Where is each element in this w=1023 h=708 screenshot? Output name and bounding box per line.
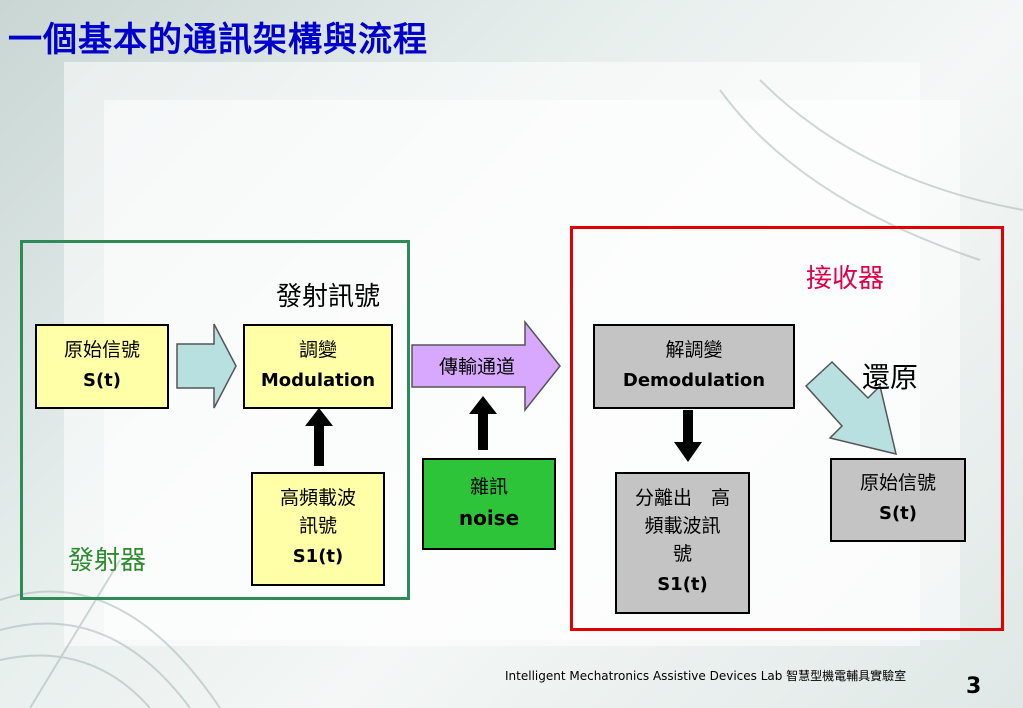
- source-signal-symbol: S(t): [82, 369, 122, 391]
- restore-label: 還原: [862, 361, 919, 394]
- carrier-title-2: 訊號: [298, 515, 337, 537]
- carrier-title: 高頻載波: [279, 487, 356, 509]
- noise-box: 雜訊 noise: [422, 458, 556, 550]
- arrow-source-to-modulation: [176, 323, 237, 409]
- page-number: 3: [966, 674, 982, 699]
- slide-title: 一個基本的通訊架構與流程: [8, 20, 428, 60]
- modulation-english: Modulation: [260, 369, 376, 391]
- modulation-title: 調變: [298, 338, 337, 361]
- output-signal-box: 原始信號 S(t): [830, 458, 966, 542]
- separate-symbol: S1(t): [657, 574, 708, 595]
- separate-line-3: 號: [672, 543, 692, 565]
- demodulation-box: 解調變 Demodulation: [593, 324, 795, 409]
- source-signal-title: 原始信號: [63, 338, 140, 361]
- separate-line-2: 頻載波訊: [644, 515, 721, 537]
- arrow-noise-to-channel: [469, 396, 497, 450]
- arrow-restore: [804, 360, 898, 456]
- source-signal-box: 原始信號 S(t): [35, 324, 169, 409]
- modulation-box: 調變 Modulation: [243, 324, 393, 409]
- arrow-demod-to-separate: [674, 410, 702, 462]
- demodulation-title: 解調變: [665, 338, 723, 361]
- output-signal-symbol: S(t): [878, 503, 918, 524]
- transmitter-frame: [20, 240, 410, 600]
- separate-carrier-box: 分離出 高 頻載波訊 號 S1(t): [615, 472, 750, 614]
- separate-line-1: 分離出 高: [634, 487, 730, 509]
- noise-title: 雜訊: [469, 476, 508, 498]
- noise-english: noise: [458, 506, 520, 530]
- footer-lab-name: Intelligent Mechatronics Assistive Devic…: [505, 669, 907, 683]
- receiver-label: 接收器: [806, 264, 885, 294]
- output-signal-title: 原始信號: [859, 472, 936, 494]
- demodulation-english: Demodulation: [622, 369, 766, 391]
- channel-label: 傳輸通道: [438, 356, 515, 378]
- carrier-symbol: S1(t): [292, 546, 344, 567]
- receiver-frame: [570, 226, 1004, 631]
- carrier-signal-box: 高頻載波 訊號 S1(t): [251, 472, 385, 586]
- channel-arrow: [411, 319, 561, 413]
- arrow-carrier-to-modulation: [305, 408, 333, 466]
- transmitter-label: 發射器: [68, 546, 147, 576]
- transmit-signal-label: 發射訊號: [276, 282, 381, 312]
